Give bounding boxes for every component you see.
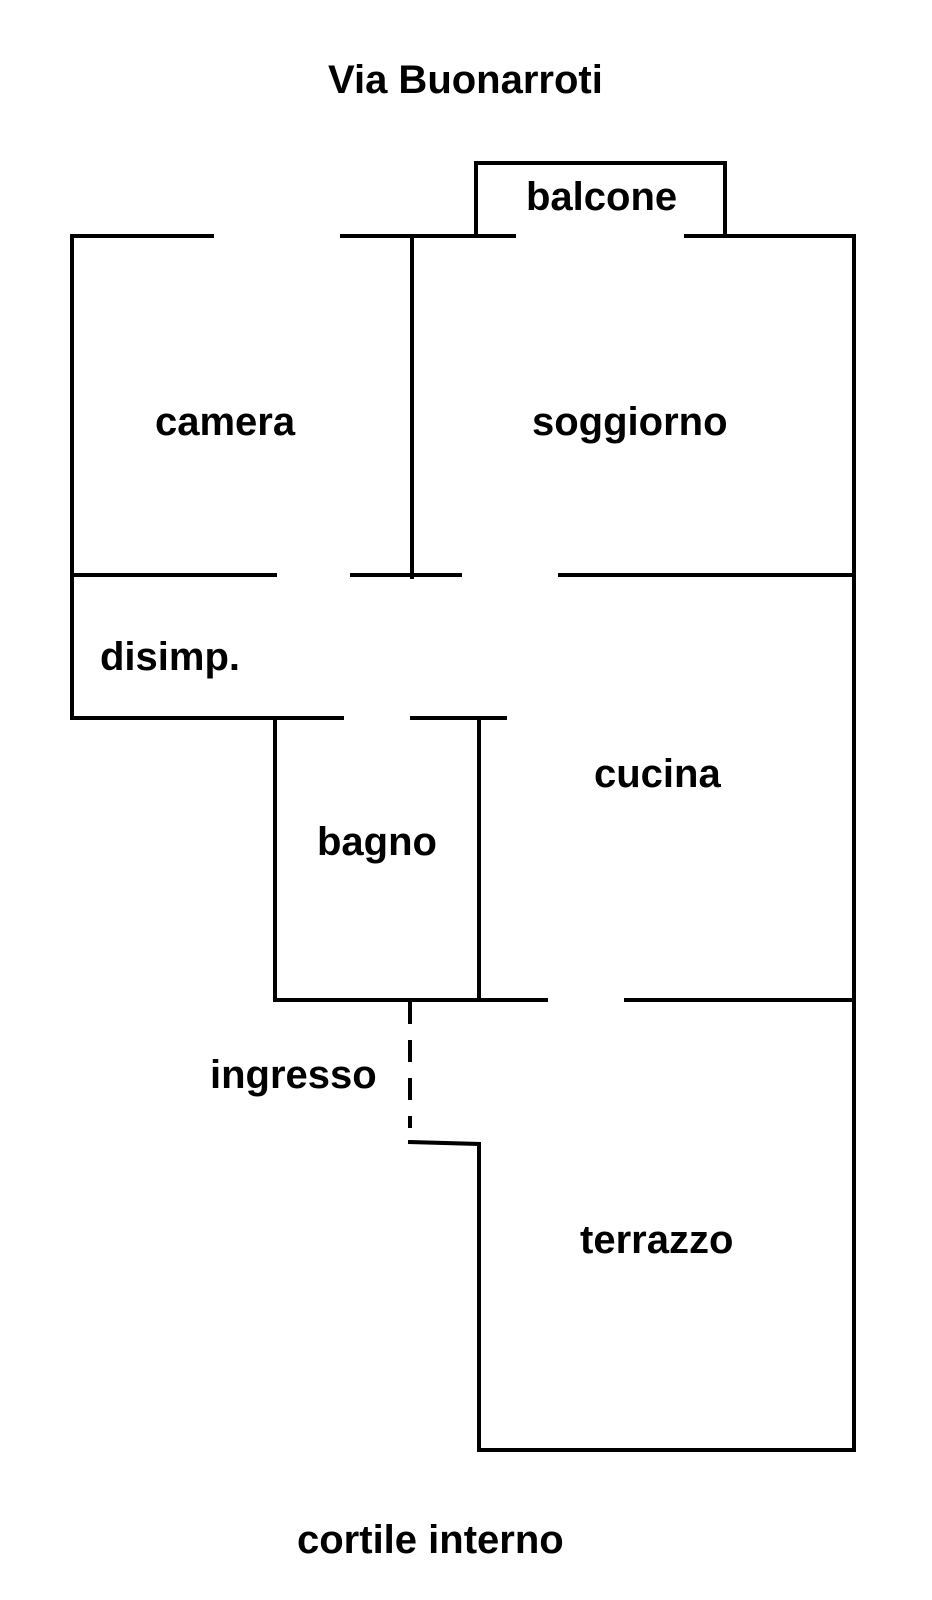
terrazzo-outline xyxy=(407,1139,856,1452)
room-label-ingresso: ingresso xyxy=(210,1053,377,1097)
room-label-soggiorno: soggiorno xyxy=(532,400,728,444)
room-label-bagno: bagno xyxy=(317,820,437,864)
courtyard-label: cortile interno xyxy=(297,1518,564,1562)
balcony-outline xyxy=(474,161,727,238)
street-label: Via Buonarroti xyxy=(328,58,603,102)
room-label-cucina: cucina xyxy=(594,752,721,796)
room-label-balcone: balcone xyxy=(526,175,678,219)
room-label-camera: camera xyxy=(155,400,296,444)
room-label-disimp: disimp. xyxy=(100,635,241,679)
room-label-terrazzo: terrazzo xyxy=(580,1218,734,1262)
